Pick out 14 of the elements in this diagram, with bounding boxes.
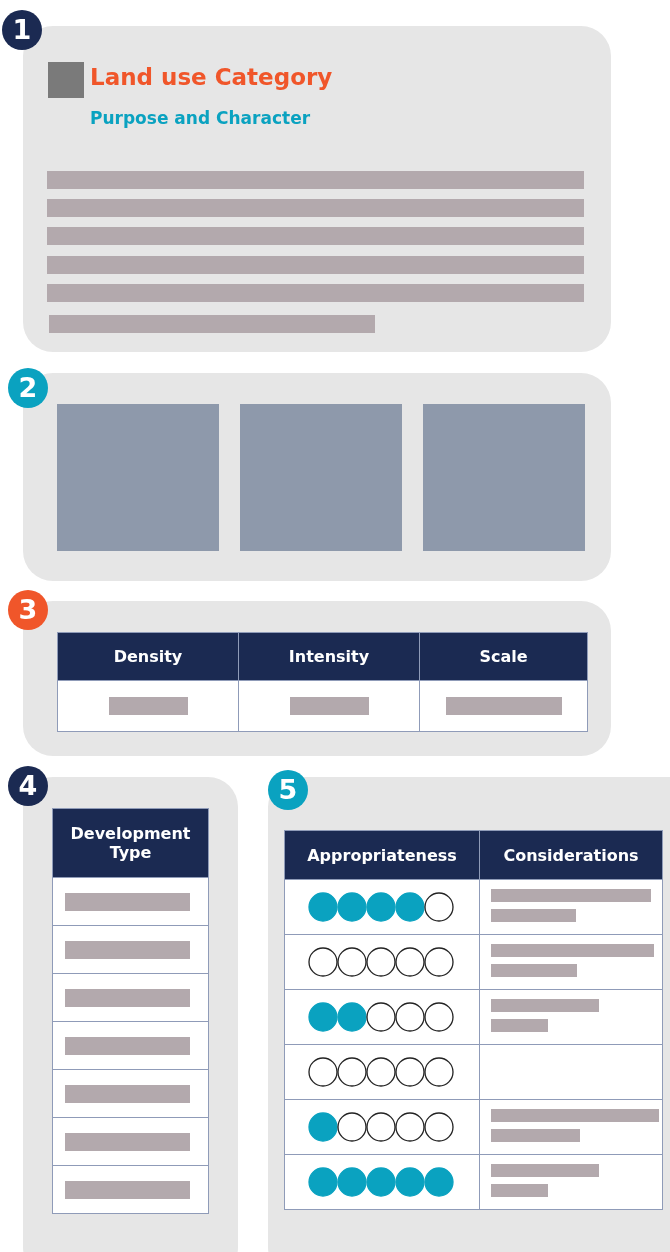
column-header: Scale	[419, 632, 588, 681]
subtitle: Purpose and Character	[90, 108, 311, 128]
column-header: Considerations	[479, 830, 663, 880]
number-badge: 1	[2, 10, 42, 50]
column-header: Intensity	[238, 632, 420, 681]
column-header: Density	[57, 632, 239, 681]
card-panel	[268, 777, 670, 1252]
number-badge: 4	[8, 766, 48, 806]
number-badge: 2	[8, 368, 48, 408]
category-title: Land use Category	[90, 64, 333, 90]
column-header: Development Type	[52, 808, 209, 878]
column-header: Appropriateness	[284, 830, 480, 880]
number-badge: 3	[8, 590, 48, 630]
number-badge: 5	[268, 770, 308, 810]
